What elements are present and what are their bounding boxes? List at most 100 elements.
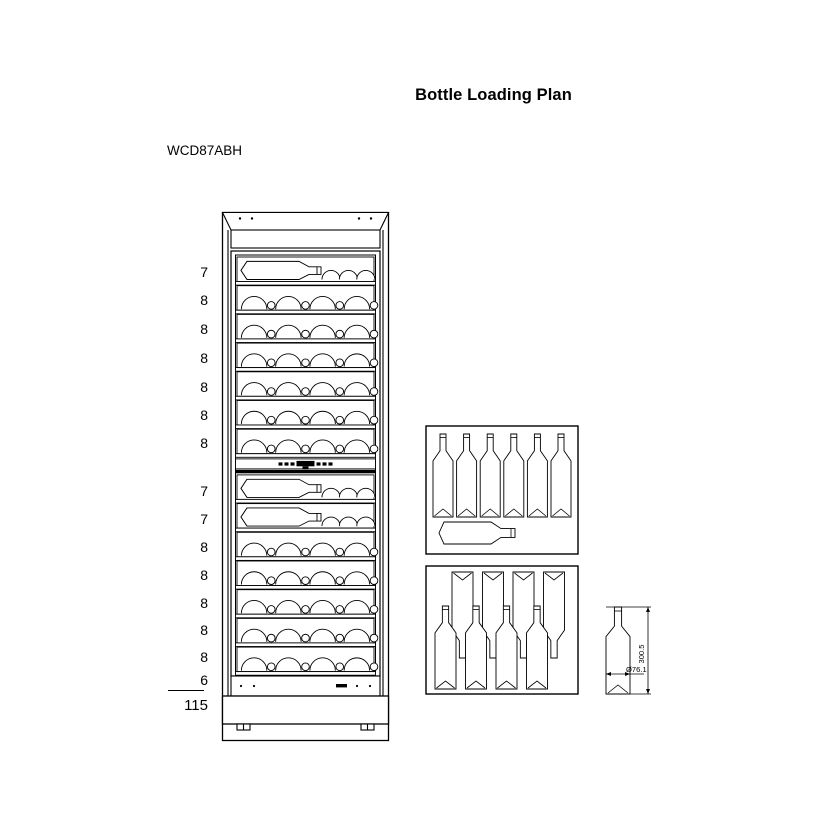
bottle-base-circle [343, 382, 371, 396]
bottle-base-circle [343, 439, 371, 453]
bottle-outline [526, 605, 548, 690]
shelf-plate [235, 338, 376, 343]
bottle-punt [436, 680, 455, 689]
shelf-count-upper-2: 8 [200, 292, 208, 308]
bottle-punt [527, 680, 547, 689]
bottle-base-circle [275, 571, 302, 585]
model-number: WCD87ABH [167, 143, 243, 158]
bottle-base-circle [356, 487, 376, 498]
bottle-neck-circle [369, 633, 379, 643]
bottle-base-circle [240, 382, 268, 396]
shelf-count-upper-6: 8 [200, 407, 208, 423]
control-panel[interactable] [235, 458, 376, 470]
bottle-punt [607, 684, 629, 694]
bottle-outline [432, 433, 454, 518]
shelf-count-lower-5: 8 [200, 595, 208, 611]
shelf-count-lower-8: 6 [200, 672, 208, 688]
shelf-row-display [235, 503, 376, 533]
bottle-height-label: 300.5 [637, 644, 646, 663]
bottle-punt [481, 508, 499, 517]
bottle-base-circle [309, 657, 336, 671]
bottle-diameter-label: Ø76.1 [626, 665, 647, 674]
upright-bottle [465, 605, 487, 690]
bottle-neck-circle [335, 576, 345, 585]
shelf-count-upper-3: 8 [200, 321, 208, 337]
bottle-neck-circle [369, 358, 379, 368]
bottle-neck-circle [301, 605, 310, 614]
bottle-neck-circle [335, 415, 345, 425]
bottle-base-circle [343, 296, 371, 310]
bottle-base-circle [343, 542, 371, 556]
shelf-count-lower-1: 7 [200, 483, 208, 499]
page-title: Bottle Loading Plan [415, 86, 572, 104]
upright-bottle [503, 433, 525, 518]
upright-bottle [526, 605, 548, 690]
bottle-neck-circle [266, 387, 276, 396]
lying-bottle [240, 507, 322, 527]
bottle-neck-circle [301, 633, 310, 643]
bottle-punt [514, 572, 533, 581]
panel-knob[interactable] [302, 466, 309, 470]
shelf-count-upper-5: 8 [200, 379, 208, 395]
panel-display[interactable] [296, 460, 315, 467]
panel-led[interactable] [278, 462, 283, 466]
shelf-plate [235, 453, 376, 458]
bottle-neck-circle [369, 415, 379, 425]
lying-bottle [240, 478, 322, 498]
panel-led[interactable] [316, 462, 321, 466]
bottle-punt [240, 261, 248, 280]
upright-bottle [495, 605, 518, 690]
bottle-neck-circle [369, 387, 379, 396]
panel-led[interactable] [322, 462, 327, 466]
bottle-neck-circle [266, 444, 276, 454]
bottle-neck-circle [266, 605, 276, 614]
shelf-plate [235, 281, 376, 286]
wine-cabinet-elevation [221, 211, 390, 742]
shelf-plate [235, 498, 376, 504]
bottle-neck-circle [301, 444, 310, 454]
bottle-neck-circle [369, 329, 379, 339]
bottle-neck-circle [335, 547, 345, 557]
shelf-row-staggered [235, 531, 379, 561]
bottle-neck-circle [335, 301, 345, 310]
bottle-outline [503, 433, 525, 518]
panel-led[interactable] [284, 462, 289, 466]
shelf-row-staggered [235, 428, 379, 458]
bottle-base-circle [240, 410, 268, 425]
bottle-neck-circle [266, 662, 276, 672]
shelf-row-staggered [235, 617, 379, 647]
bottle-base-circle [343, 324, 371, 338]
bottle-neck-circle [335, 633, 345, 643]
bottle-neck-circle [301, 329, 310, 339]
shelf-count-lower-6: 8 [200, 622, 208, 638]
panel-led[interactable] [290, 462, 295, 466]
bottle-outline [434, 605, 457, 690]
bottle-neck-circle [335, 662, 345, 672]
shelf-count-upper-1: 7 [200, 264, 208, 280]
bottle-neck-circle [266, 415, 276, 425]
bottle-base-circle [309, 571, 336, 585]
bottle-base-circle [343, 353, 371, 367]
shelf-row-staggered [235, 371, 379, 401]
detail-bottle-layout-staggered [425, 565, 579, 695]
bottle-neck-circle [335, 358, 345, 368]
bottle-punt [240, 479, 248, 498]
bottle-base-circle [309, 296, 336, 310]
bottle-base-circle [275, 324, 302, 338]
bottle-base-circle [240, 600, 268, 614]
total-divider [168, 690, 204, 691]
bottle-base-circle [343, 628, 371, 642]
bottle-neck-circle [335, 329, 345, 339]
bottle-punt [497, 680, 516, 689]
bottle-punt [466, 680, 486, 689]
shelf-row-staggered [235, 342, 379, 372]
bottle-base-circle [343, 657, 371, 671]
bottle-punt [240, 507, 248, 527]
bottle-neck-circle [301, 387, 310, 396]
bottle-base-circle [275, 628, 302, 642]
panel-led[interactable] [328, 462, 333, 466]
shelf-count-lower-4: 8 [200, 567, 208, 583]
horizontal-bottle [438, 521, 516, 545]
shelf-plate [235, 395, 376, 401]
bottle-neck-circle [301, 415, 310, 425]
